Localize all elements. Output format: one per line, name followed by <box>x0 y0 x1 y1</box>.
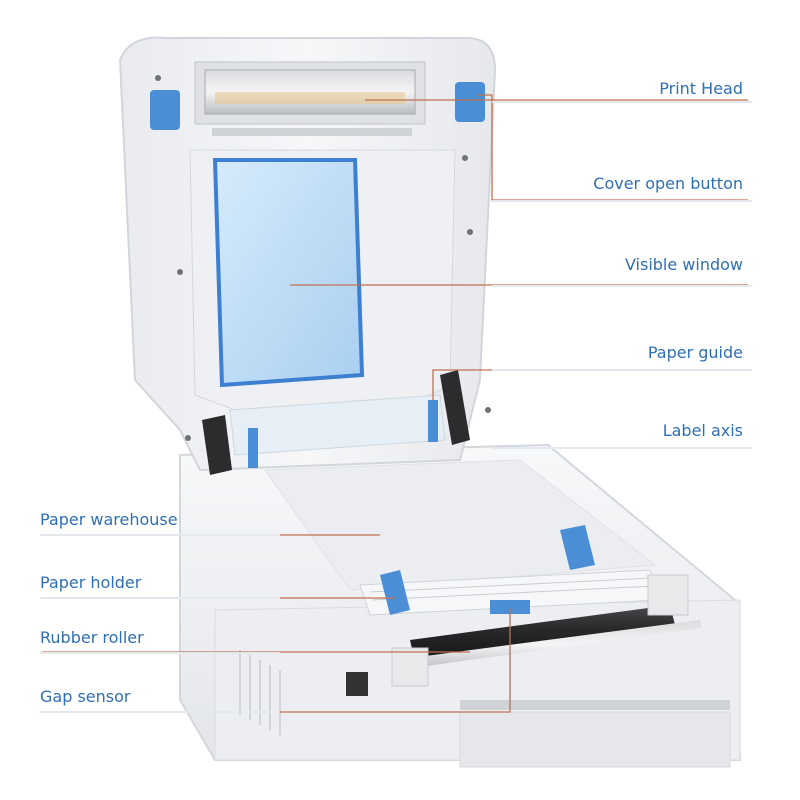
underline-rubber-roller <box>40 652 280 654</box>
underline-gap-sensor <box>40 711 280 713</box>
rubber-roller-shape <box>391 574 702 687</box>
underline-paper-guide <box>492 369 752 371</box>
printer-base <box>179 443 742 768</box>
label-gap-sensor: Gap sensor <box>40 687 131 706</box>
underline-label-axis <box>492 447 752 449</box>
label-paper-guide: Paper guide <box>647 343 743 362</box>
paper-holder-rails <box>359 525 661 616</box>
underline-cover-open-button <box>492 200 752 202</box>
label-label-axis: Label axis <box>662 421 743 440</box>
label-cover-open-button: Cover open button <box>593 174 743 193</box>
underline-visible-window <box>492 285 752 287</box>
underline-print-head <box>492 101 752 103</box>
printer-cover <box>118 36 497 475</box>
label-rubber-roller: Rubber roller <box>40 628 144 647</box>
underline-paper-holder <box>40 597 280 599</box>
label-paper-warehouse: Paper warehouse <box>40 510 178 529</box>
label-visible-window: Visible window <box>624 255 743 274</box>
label-paper-holder: Paper holder <box>40 573 142 592</box>
label-print-head: Print Head <box>659 79 743 98</box>
underline-paper-warehouse <box>40 534 280 536</box>
